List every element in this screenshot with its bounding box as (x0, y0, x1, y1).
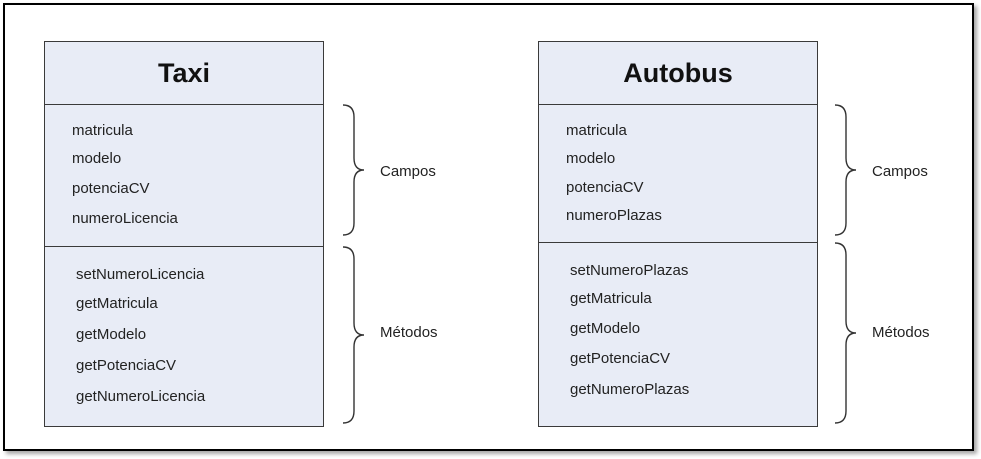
method-item: setNumeroPlazas (570, 262, 689, 279)
class-title: Autobus (539, 42, 817, 105)
field-item: numeroLicencia (72, 210, 178, 227)
methods-brace (342, 246, 365, 424)
field-item: matricula (72, 122, 133, 139)
method-item: getNumeroLicencia (76, 388, 206, 405)
method-item: getModelo (76, 326, 147, 343)
class-box-autobus: Autobus matricula modelo potenciaCV nume… (538, 41, 818, 427)
field-item: numeroPlazas (566, 207, 662, 224)
method-item: getModelo (570, 320, 641, 337)
methods-label: Métodos (872, 324, 930, 341)
fields-brace (342, 104, 365, 236)
field-item: modelo (566, 150, 616, 167)
method-item: getPotenciaCV (570, 350, 671, 367)
field-item: modelo (72, 150, 122, 167)
field-item: matricula (566, 122, 627, 139)
field-item: potenciaCV (566, 179, 644, 196)
diagram-frame: Taxi matricula modelo potenciaCV numeroL… (3, 3, 974, 451)
fields-label: Campos (872, 163, 928, 180)
fields-section: matricula modelo potenciaCV numeroLicenc… (45, 104, 323, 247)
methods-label: Métodos (380, 324, 438, 341)
fields-brace (834, 104, 857, 236)
method-item: getPotenciaCV (76, 357, 177, 374)
fields-section: matricula modelo potenciaCV numeroPlazas (539, 104, 817, 243)
method-item: getNumeroPlazas (570, 381, 690, 398)
method-item: getMatricula (570, 290, 652, 307)
class-box-taxi: Taxi matricula modelo potenciaCV numeroL… (44, 41, 324, 427)
class-title: Taxi (45, 42, 323, 105)
fields-label: Campos (380, 163, 436, 180)
method-item: getMatricula (76, 295, 158, 312)
methods-section: setNumeroPlazas getMatricula getModelo g… (539, 242, 817, 426)
field-item: potenciaCV (72, 180, 150, 197)
method-item: setNumeroLicencia (76, 266, 205, 283)
methods-section: setNumeroLicencia getMatricula getModelo… (45, 246, 323, 426)
methods-brace (834, 242, 857, 424)
